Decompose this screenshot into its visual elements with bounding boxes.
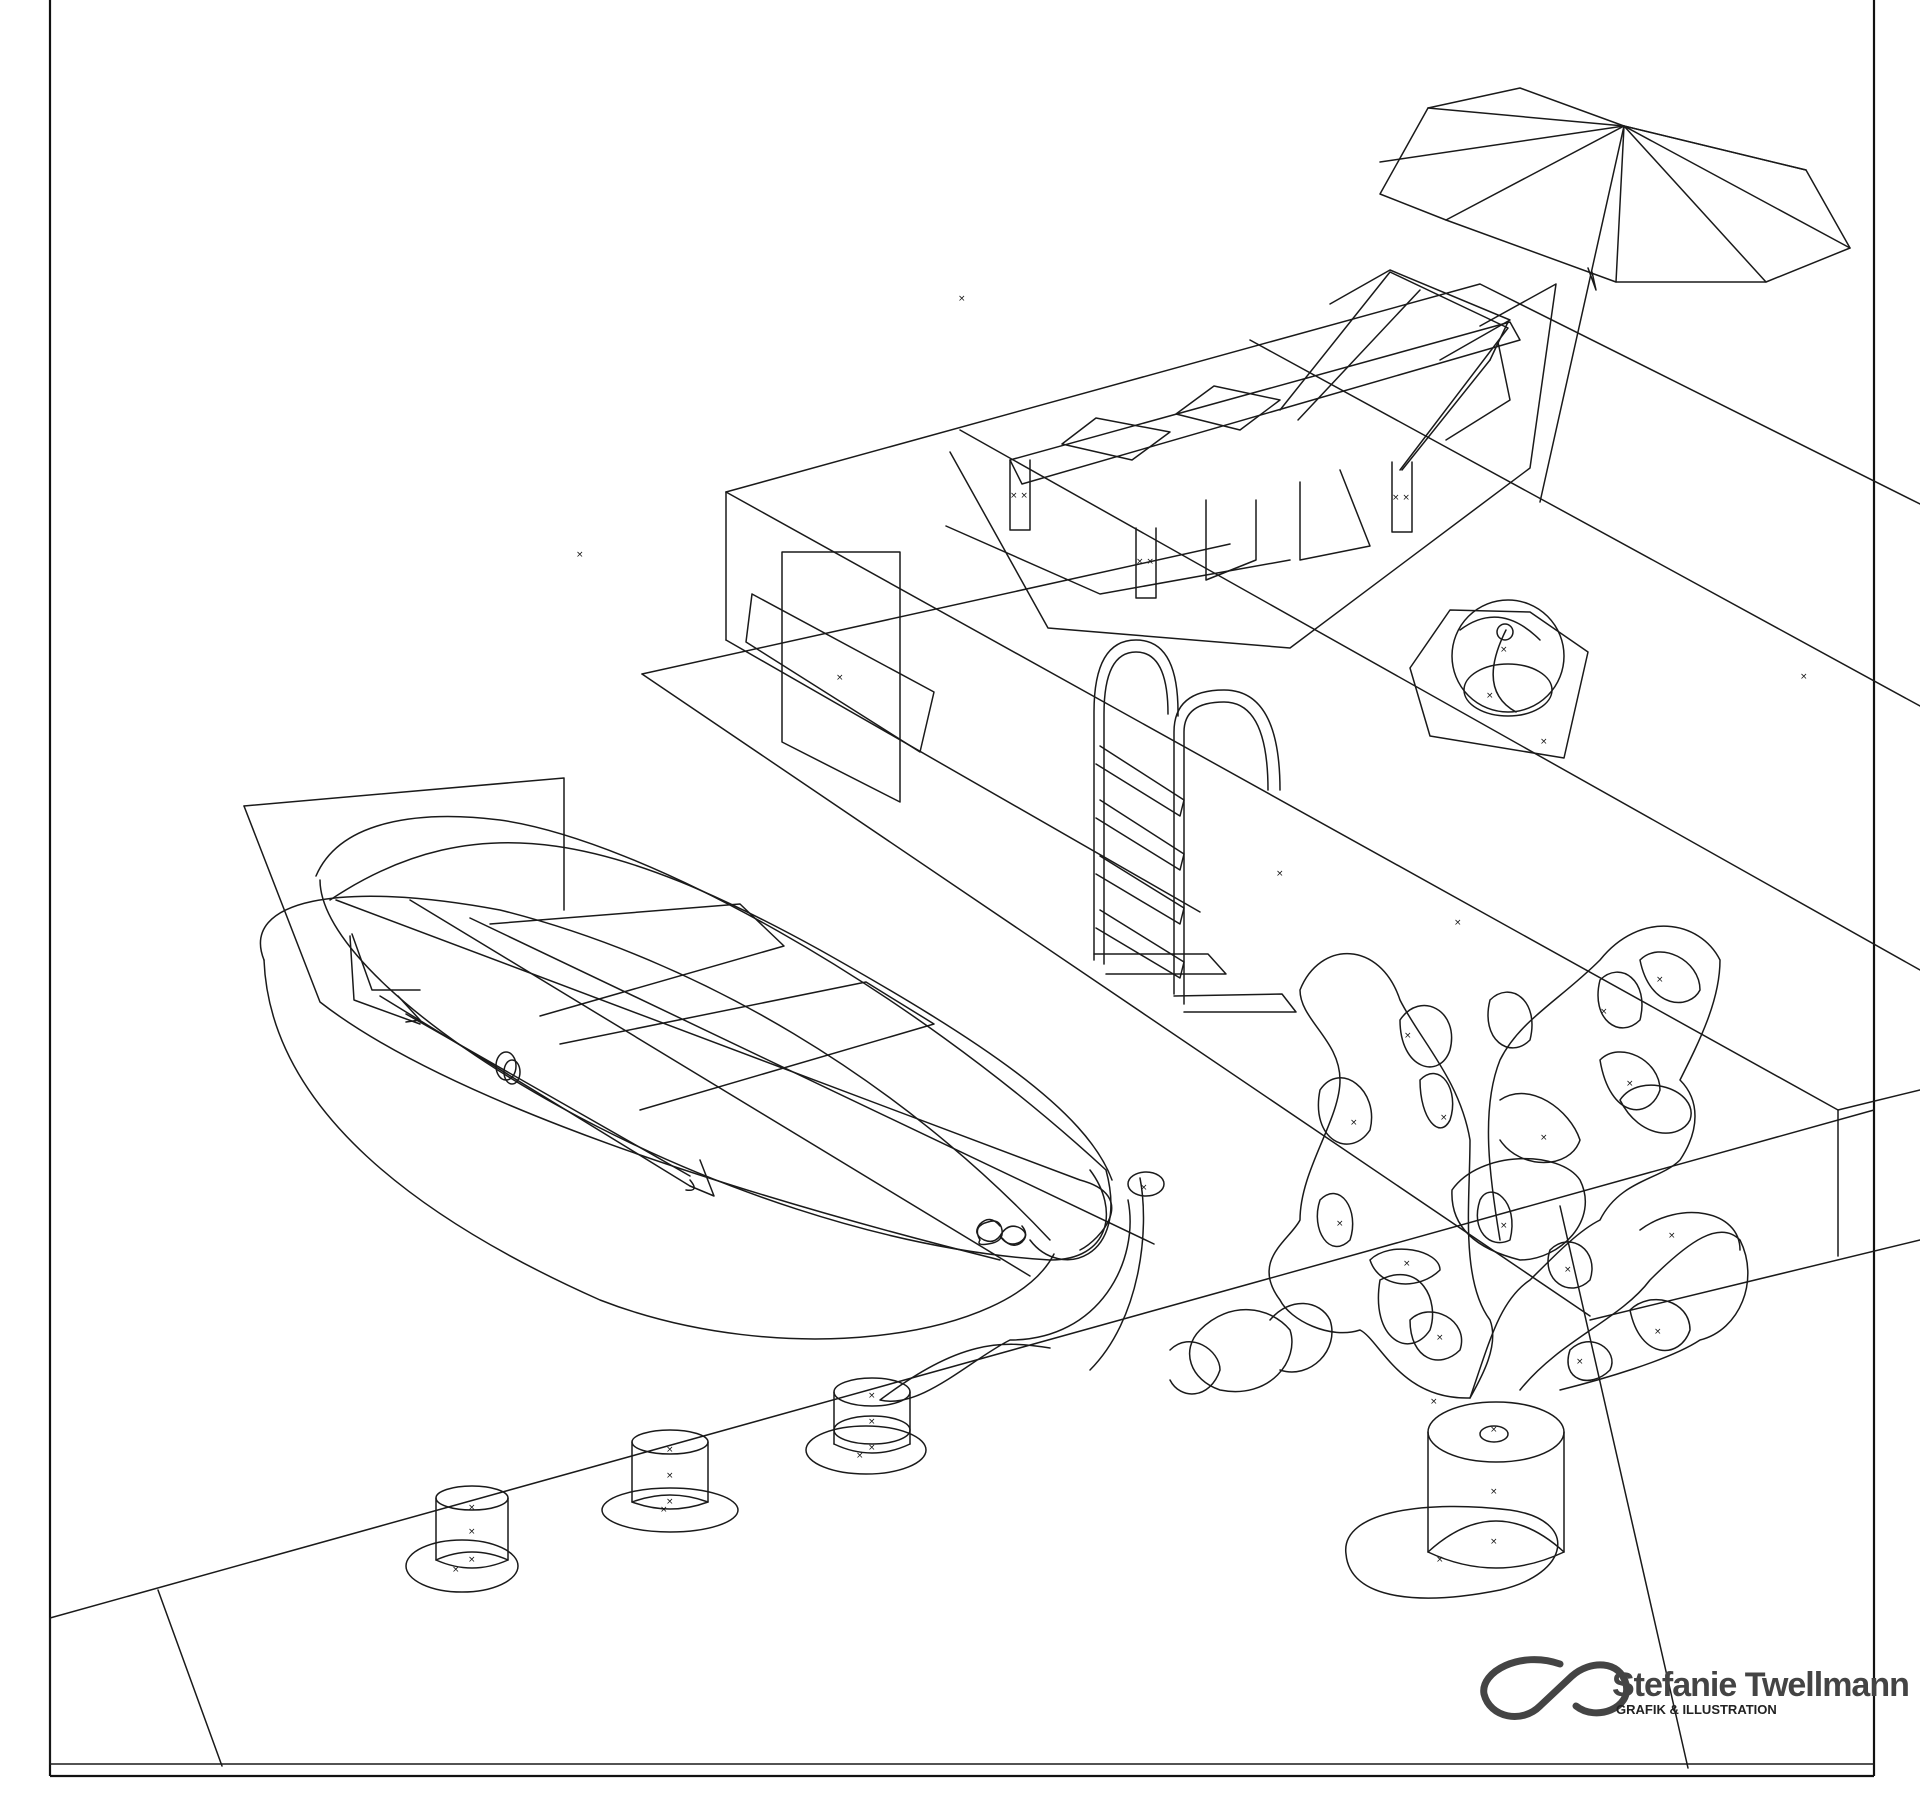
brand-mark-icon <box>1480 1656 1631 1720</box>
brand-tagline: GRAFIK & ILLUSTRATION <box>1616 1702 1777 1717</box>
svg-text:×: × <box>1336 1219 1344 1229</box>
brand-name: Stefanie Twellmann <box>1612 1666 1909 1704</box>
svg-text:×: × <box>856 1451 864 1461</box>
svg-text:×: × <box>1350 1118 1358 1128</box>
drum-stools <box>405 1377 927 1593</box>
svg-text:×: × <box>1454 918 1462 928</box>
pool-deck <box>49 1109 1875 1769</box>
svg-text:×: × <box>1430 1397 1438 1407</box>
svg-text:×: × <box>1486 691 1494 701</box>
beach-ball <box>1409 599 1589 759</box>
svg-text:×: × <box>1800 672 1808 682</box>
umbrella <box>1379 87 1851 503</box>
svg-text:×: × <box>868 1417 876 1427</box>
svg-text:×: × <box>958 294 966 304</box>
svg-text:×: × <box>1626 1079 1634 1089</box>
svg-text:×: × <box>1276 869 1284 879</box>
svg-text:×: × <box>452 1565 460 1575</box>
svg-text:×: × <box>666 1445 674 1455</box>
svg-text:×: × <box>468 1555 476 1565</box>
svg-text:×: × <box>1654 1327 1662 1337</box>
svg-text:×: × <box>576 550 584 560</box>
svg-text:×: × <box>1656 975 1664 985</box>
svg-text:×: × <box>1564 1265 1572 1275</box>
svg-text:×: × <box>836 673 844 683</box>
svg-text:×: × <box>1500 1221 1508 1231</box>
svg-text:×: × <box>868 1391 876 1401</box>
svg-text:×: × <box>468 1503 476 1513</box>
svg-text:×: × <box>1490 1537 1498 1547</box>
svg-text:×: × <box>1668 1231 1676 1241</box>
page-frame <box>48 0 1876 1778</box>
svg-text:×: × <box>1436 1333 1444 1343</box>
svg-text:×: × <box>1540 1133 1548 1143</box>
svg-text:×: × <box>1600 1007 1608 1017</box>
svg-text:×: × <box>1404 1031 1412 1041</box>
svg-text:×: × <box>1500 645 1508 655</box>
svg-text:× ×: × × <box>1010 491 1028 501</box>
svg-text:×: × <box>666 1497 674 1507</box>
svg-text:× ×: × × <box>1392 493 1410 503</box>
rowboat <box>243 777 1165 1403</box>
svg-text:×: × <box>660 1505 668 1515</box>
svg-text:× ×: × × <box>1136 557 1154 567</box>
svg-text:×: × <box>1440 1113 1448 1123</box>
svg-text:×: × <box>666 1471 674 1481</box>
pool-block <box>641 283 1920 1321</box>
potted-plant <box>1169 925 1749 1599</box>
door-panel <box>745 551 935 803</box>
svg-text:×: × <box>1576 1357 1584 1367</box>
svg-text:×: × <box>1403 1259 1411 1269</box>
sun-lounger <box>945 269 1557 649</box>
construction-markers: × × × × × × × × × × × × × × × × × × × × … <box>452 294 1808 1575</box>
svg-text:×: × <box>1140 1183 1148 1193</box>
svg-text:×: × <box>1490 1425 1498 1435</box>
pool-ladder <box>1093 639 1297 1013</box>
svg-text:×: × <box>468 1527 476 1537</box>
boat-logo-mark <box>976 1218 1027 1246</box>
svg-text:×: × <box>1490 1487 1498 1497</box>
svg-text:×: × <box>868 1443 876 1453</box>
brand-logo: Stefanie Twellmann GRAFIK & ILLUSTRATION <box>1480 1656 1910 1720</box>
svg-text:×: × <box>1540 737 1548 747</box>
svg-text:×: × <box>1436 1555 1444 1565</box>
